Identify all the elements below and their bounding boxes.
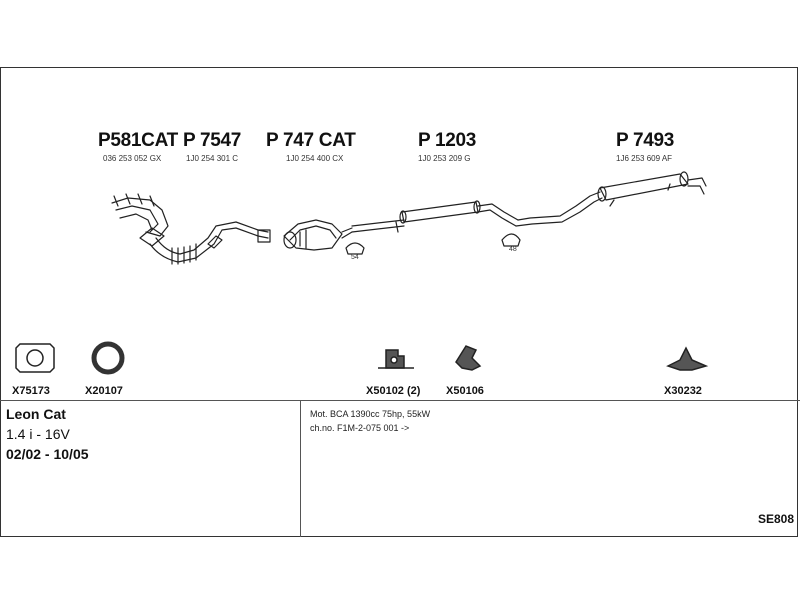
part-code-p581cat: P581CAT — [98, 130, 178, 151]
rubber-hanger-icon — [378, 349, 414, 369]
chassis-details: ch.no. F1M-2-075 001 -> — [310, 423, 410, 433]
info-divider-vertical — [300, 400, 301, 537]
middle-silencer-drawing — [351, 200, 519, 233]
accessory-x75173: X75173 — [12, 385, 50, 397]
vehicle-engine: 1.4 i - 16V — [6, 426, 70, 442]
front-pipe-drawing — [149, 221, 271, 265]
exhaust-manifold-drawing — [111, 193, 169, 247]
ring-gasket-icon — [91, 341, 125, 375]
accessory-x50106: X50106 — [446, 385, 484, 397]
hanger-54-drawing — [345, 242, 365, 255]
accessory-x20107: X20107 — [85, 385, 123, 397]
hanger-number-48: 48 — [509, 246, 517, 253]
part-oem-p7547: 1J0 254 301 C — [186, 154, 239, 163]
flange-gasket-icon — [15, 343, 55, 373]
part-oem-p747cat: 1J0 254 400 CX — [286, 154, 344, 163]
rear-silencer-drawing — [515, 171, 707, 227]
part-oem-p7493: 1J6 253 609 AF — [616, 154, 673, 163]
accessory-x50102: X50102 (2) — [366, 385, 421, 397]
info-divider-horizontal — [0, 400, 800, 401]
part-code-p747cat: P 747 CAT — [266, 130, 356, 151]
motor-details: Mot. BCA 1390cc 75hp, 55kW — [310, 409, 431, 419]
part-code-p7547: P 7547 — [183, 130, 242, 151]
hanger-48-drawing — [501, 233, 521, 247]
vehicle-years: 02/02 - 10/05 — [6, 446, 89, 462]
part-oem-p581cat: 036 253 052 GX — [103, 154, 162, 163]
diagram-frame — [0, 67, 798, 537]
rubber-mount-icon — [666, 346, 709, 371]
mounting-bracket-icon — [455, 345, 482, 371]
part-oem-p1203: 1J0 253 209 G — [418, 154, 471, 163]
part-code-p1203: P 1203 — [418, 130, 477, 151]
accessory-x30232: X30232 — [664, 385, 702, 397]
hanger-number-54: 54 — [351, 254, 359, 261]
vehicle-model: Leon Cat — [6, 406, 66, 422]
diagram-reference: SE808 — [757, 512, 794, 526]
part-code-p7493: P 7493 — [616, 130, 675, 151]
catalytic-converter-drawing — [283, 219, 353, 251]
